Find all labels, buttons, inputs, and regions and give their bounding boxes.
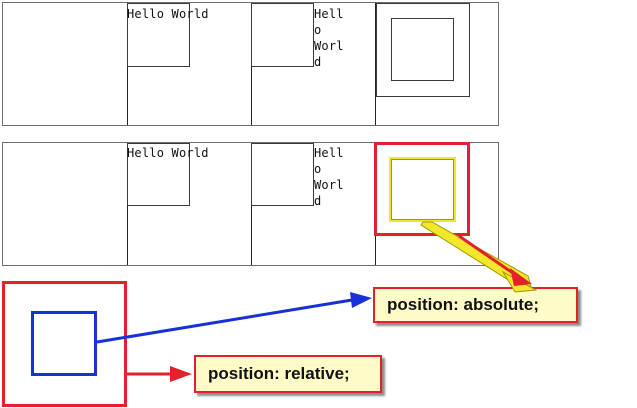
- outer-demo-box: [376, 3, 470, 97]
- demo-row-2: Hello World Hello World: [2, 142, 499, 266]
- demo-box: [251, 143, 314, 206]
- demo-box: [127, 3, 190, 67]
- blue-arrow-line: [96, 298, 353, 344]
- absolute-callout: position: absolute;: [373, 287, 578, 323]
- hello-world-text: Hello World: [127, 146, 209, 160]
- inner-demo-box: [391, 18, 454, 81]
- hello-world-wrapped-text: Hello World: [314, 146, 344, 208]
- red-legend-arrowhead: [170, 366, 192, 382]
- hello-world-wrapped-text: Hello World: [314, 7, 344, 69]
- demo-box: [127, 143, 190, 206]
- relative-legend-box: [2, 281, 127, 407]
- column-divider: [375, 3, 376, 125]
- red-arrowhead: [510, 268, 532, 286]
- absolute-child-highlight: [389, 157, 456, 222]
- relative-callout: position: relative;: [194, 355, 382, 393]
- demo-row-1: Hello World Hello World: [2, 2, 499, 126]
- absolute-legend-box: [31, 311, 97, 376]
- demo-box: [251, 3, 314, 67]
- blue-arrowhead: [350, 292, 372, 308]
- hello-world-text: Hello World: [127, 7, 209, 21]
